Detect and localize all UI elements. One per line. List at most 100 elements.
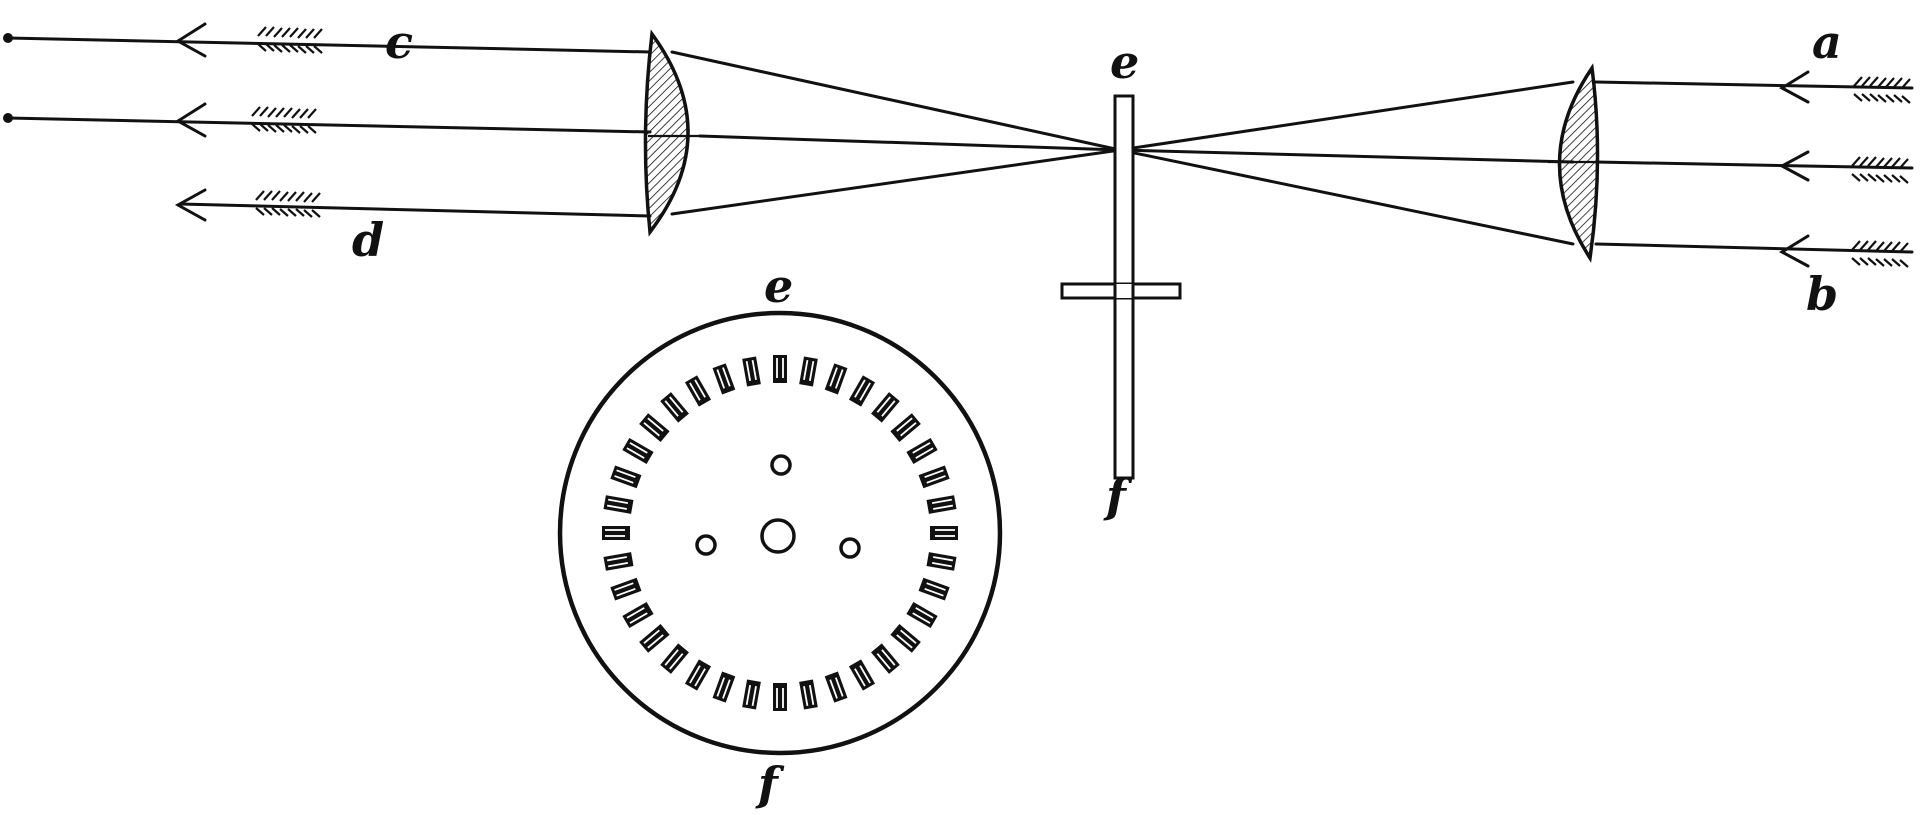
disc-slot-hatch — [647, 417, 664, 432]
disc-slot — [930, 526, 958, 540]
disc-slot-hatch — [626, 447, 645, 459]
disc-slot-hatch — [614, 582, 634, 591]
disc-slot-hatch — [924, 587, 944, 597]
disc-slot-hatch — [912, 442, 931, 454]
arrow-fletching-icon — [1853, 76, 1911, 104]
disc-slot — [773, 355, 787, 383]
disc-slot-hatch — [647, 634, 664, 649]
disc-slot-hatch — [915, 447, 934, 459]
disc-slot-hatch — [834, 677, 844, 697]
disc-slot-hatch — [694, 668, 706, 687]
disc-slot-hatch — [933, 504, 954, 510]
disc-slot — [848, 659, 876, 691]
input-beam-bottom — [1594, 242, 1914, 254]
arrow-head-icon — [1778, 234, 1810, 268]
disc-slot — [622, 601, 654, 629]
disc-slot-hatch — [745, 361, 752, 382]
disc-slot-hatch — [803, 359, 809, 380]
disc-slot-hatch — [605, 535, 625, 537]
disc-slot-hatch — [751, 359, 757, 380]
disc-slot-hatch — [643, 422, 660, 437]
disc-slot-hatch — [808, 684, 815, 705]
arrow-fletching-icon — [251, 106, 317, 134]
disc-slot-hatch — [716, 369, 726, 389]
disc-slot-hatch — [751, 686, 757, 707]
disc-slot-hatch — [829, 367, 838, 387]
disc-slot-hatch — [606, 504, 627, 510]
arrow-fletching-icon — [1851, 156, 1909, 184]
disc-slot-hatch — [669, 396, 684, 413]
disc-slot-hatch — [694, 379, 706, 398]
disc-slot-hatch — [915, 607, 934, 619]
disc-slot — [848, 375, 876, 407]
label-b: b — [1806, 267, 1838, 321]
disc-slot-hatch — [924, 469, 944, 479]
disc-slot-hatch — [664, 649, 679, 666]
arrow-fletching-icon — [255, 190, 321, 218]
disc-slot-hatch — [859, 382, 871, 401]
disc-hole-right — [839, 537, 861, 559]
arrow-fletching-icon — [1851, 240, 1909, 268]
disc-edge-view — [1060, 94, 1182, 480]
disc-slot — [871, 643, 900, 674]
disc-slot-hatch — [614, 475, 634, 484]
disc-face-view — [557, 310, 1003, 756]
disc-slot-hatch — [900, 629, 917, 644]
arrow-head-icon — [174, 188, 207, 222]
disc-slot — [773, 683, 787, 711]
disc-slot-hatch — [876, 653, 891, 670]
disc-slot-hatch — [912, 612, 931, 624]
disc-slot-hatch — [876, 396, 891, 413]
disc-slot-hatch — [808, 361, 815, 382]
beam-line-top — [6, 36, 652, 54]
disc-slot-hatch — [745, 684, 752, 705]
disc-slot-hatch — [669, 653, 684, 670]
beam-line-middle — [6, 116, 652, 134]
left-lens — [643, 29, 690, 237]
disc-slot-hatch — [782, 688, 784, 708]
disc-slot — [639, 413, 670, 442]
disc-slot-hatch — [931, 561, 952, 568]
beam-line-bottom — [178, 202, 652, 218]
disc-slot-hatch — [606, 556, 627, 562]
disc-slot-hatch — [605, 529, 625, 531]
disc-slot-hatch — [926, 582, 946, 591]
arrow-head-icon — [175, 22, 207, 58]
right-input-beams — [1594, 70, 1914, 268]
disc-slot — [684, 375, 712, 407]
arrow-fletching-icon — [257, 26, 323, 54]
disc-slot-hatch — [629, 612, 648, 624]
disc-hole-left — [695, 534, 717, 556]
disc-slot-hatch — [716, 677, 726, 697]
disc-slot — [890, 413, 921, 442]
disc-slot-hatch — [722, 367, 731, 387]
disc-slot-hatch — [931, 498, 952, 505]
disc-slot-hatch — [616, 469, 636, 479]
label-c: c — [385, 15, 413, 69]
disc-hole-top — [770, 454, 792, 476]
disc-slot — [639, 624, 670, 653]
disc-center-hole — [760, 518, 796, 554]
disc-slot — [660, 392, 689, 423]
disc-slot-hatch — [608, 498, 629, 505]
disc-slot-hatch — [664, 400, 679, 417]
label-f-disc: f — [755, 757, 785, 811]
ray-bundle — [670, 50, 1575, 246]
disc-slot-hatch — [900, 422, 917, 437]
disc-slot — [890, 624, 921, 653]
disc-slot — [660, 643, 689, 674]
disc-slot-hatch — [935, 535, 955, 537]
disc-slot-hatch — [689, 382, 701, 401]
input-beam-top — [1594, 80, 1914, 90]
disc-slot-hatch — [776, 358, 778, 378]
disc-slot-hatch — [782, 358, 784, 378]
disc-slot-hatch — [859, 665, 871, 684]
disc-slot-hatch — [834, 369, 844, 389]
disc-slot-hatch — [616, 587, 636, 597]
disc-slot-hatch — [608, 561, 629, 568]
disc-slot-hatch — [896, 417, 913, 432]
disc-slot-hatch — [829, 679, 838, 699]
disc-slot — [871, 392, 900, 423]
disc-slot-hatch — [776, 688, 778, 708]
